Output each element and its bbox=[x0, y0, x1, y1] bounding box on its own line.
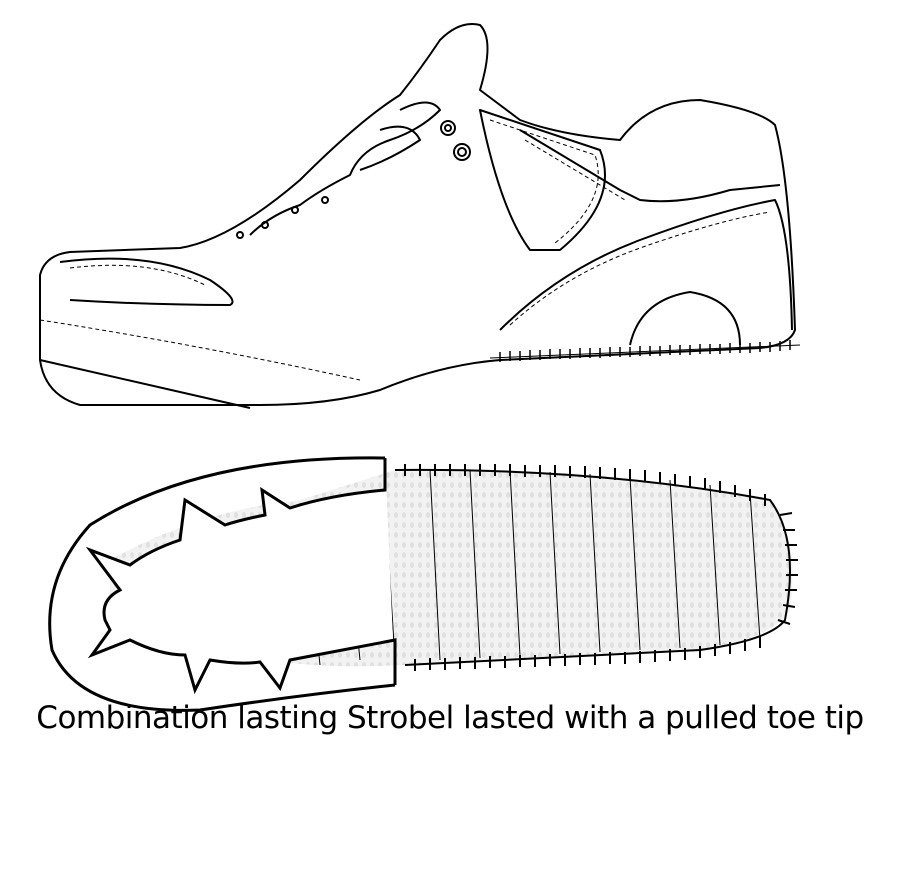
shoe-side-view bbox=[39, 23, 801, 409]
diagram-caption: Combination lasting Strobel lasted with … bbox=[36, 700, 864, 736]
sole-bottom-view bbox=[48, 456, 798, 712]
